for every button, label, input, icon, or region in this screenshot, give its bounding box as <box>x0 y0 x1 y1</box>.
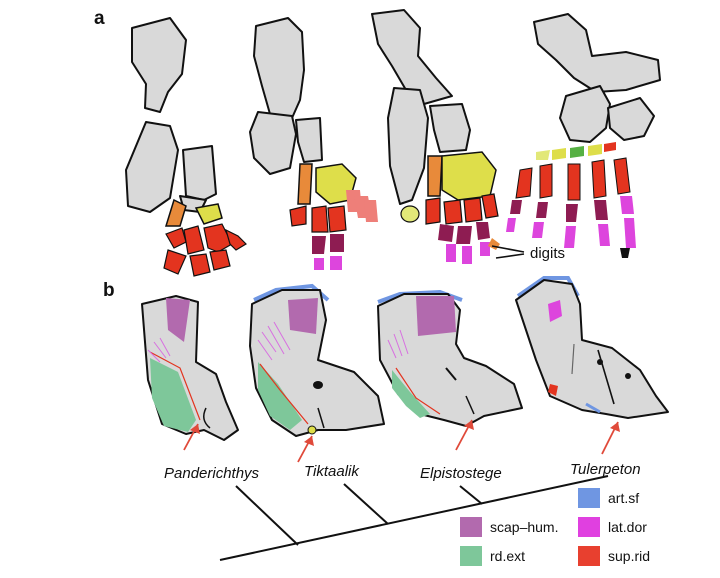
legend-swatch-rd-ext <box>460 546 482 566</box>
fin-panderichthys <box>125 17 247 277</box>
taxon-label-tiktaalik: Tiktaalik <box>304 463 360 480</box>
clade-branch-panderichthys <box>235 485 299 546</box>
taxon-label-panderichthys: Panderichthys <box>164 465 260 482</box>
taxon-label-elpistostege: Elpistostege <box>420 465 502 482</box>
clade-backbone <box>219 475 609 561</box>
clade-branch-tiktaalik <box>343 483 389 525</box>
legend-swatch-sup-rid <box>578 546 600 566</box>
clade-branch-elpistostege <box>459 485 483 505</box>
digits-leader-lower <box>495 253 525 259</box>
humerus-elpistostege <box>377 289 523 451</box>
legend-label-scap-hum: scap–hum. <box>490 519 558 535</box>
fin-elpistostege <box>371 9 500 264</box>
panel-label-b: b <box>103 280 115 301</box>
panel-label-a: a <box>94 8 105 29</box>
legend-swatch-scap-hum <box>460 517 482 537</box>
legend-label-art-sf: art.sf <box>608 490 639 506</box>
taxon-label-tulerpeton: Tulerpeton <box>570 461 641 478</box>
humerus-tulerpeton <box>515 276 669 455</box>
legend-label-rd-ext: rd.ext <box>490 548 525 564</box>
humerus-tiktaalik <box>249 283 385 463</box>
legend-swatch-art-sf <box>578 488 600 508</box>
humerus-panderichthys <box>141 295 239 451</box>
legend-label-sup-rid: sup.rid <box>608 548 650 564</box>
cladogram <box>219 475 609 561</box>
limb-tulerpeton <box>506 13 661 258</box>
fin-tiktaalik <box>249 17 378 270</box>
digits-label: digits <box>530 245 565 262</box>
digits-leader-upper <box>491 245 525 253</box>
legend: art.sf scap–hum. lat.dor rd.ext sup.rid <box>460 488 650 566</box>
legend-label-lat-dor: lat.dor <box>608 519 647 535</box>
legend-swatch-lat-dor <box>578 517 600 537</box>
